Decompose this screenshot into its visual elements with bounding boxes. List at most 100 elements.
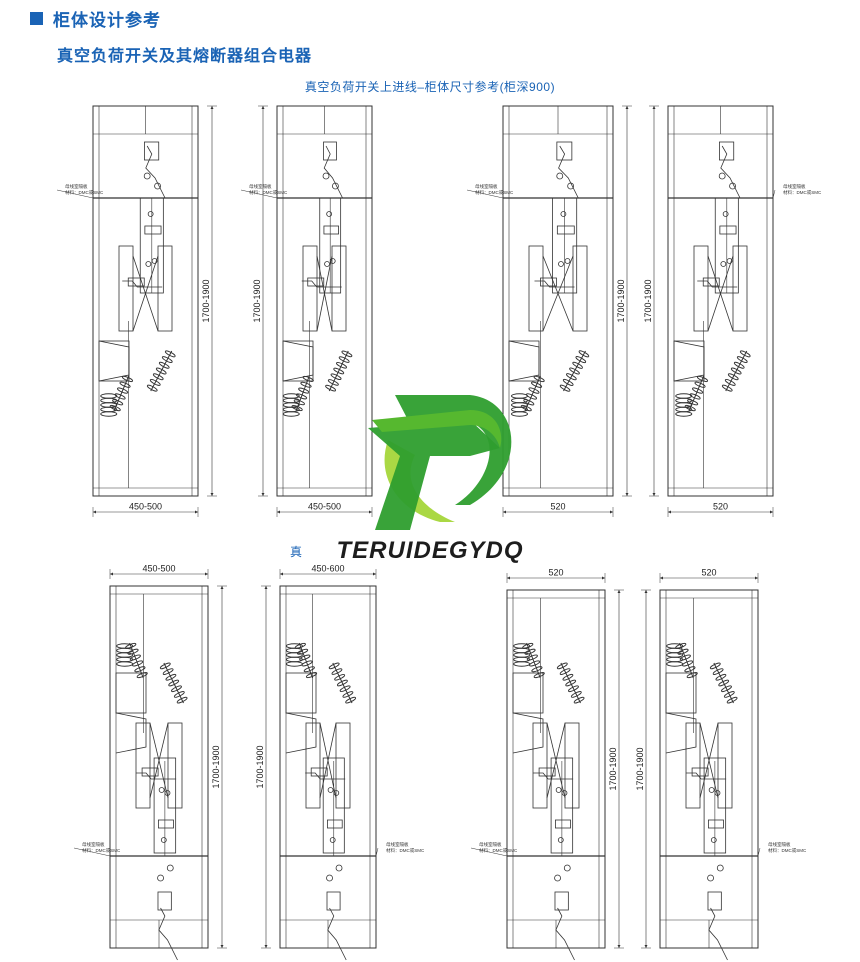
partition-material-note: 材料：DMC或SMC [386,847,425,854]
width-dimension-label: 520 [548,568,563,578]
dimension-arrow [280,572,283,576]
insulator-shed [733,361,745,369]
diagonal-brace [542,255,574,332]
product-subtitle: 真空负荷开关及其熔断器组合电器 [57,48,313,65]
insulator-shed [573,696,585,704]
bolt-circle [322,172,330,180]
busbar-link [122,280,163,288]
insulator-shed [666,661,684,667]
insulator-shed [694,381,706,388]
insulator-shed [528,387,540,394]
operating-handle [144,225,162,235]
fuse-tube [693,245,709,332]
insulator-shed [302,376,314,382]
height-dimension-label: 1700-1900 [255,745,265,788]
switch-link [708,907,728,961]
width-dimension-label: 520 [701,568,716,578]
switch-link [720,145,741,199]
note-leader [470,847,508,857]
insulator-shed [299,654,311,661]
insulator-shed [300,381,312,388]
dimension-arrow [277,510,280,514]
partition-material-note: 材料：DMC或SMC [783,189,822,196]
insulator-shed [726,696,738,704]
insulator-shed [709,662,721,670]
insulator-shed [333,367,345,375]
dimension-arrow [210,493,214,496]
note-leader [56,189,94,199]
diagonal-brace [699,722,719,799]
insulator-shed [569,367,580,375]
dimension-arrow [264,586,268,589]
caption-bottom: 真 [290,545,303,559]
cable-compartment [115,672,147,714]
note-leader [375,847,379,857]
fuse-tube [135,722,151,809]
diagonal-brace [707,255,734,332]
bolt-circle [563,864,571,872]
bolt-circle [557,837,564,843]
partition-note: 母线室隔板 [386,841,409,848]
bolt-circle [708,787,715,793]
dimension-arrow [220,945,224,948]
bolt-circle [326,211,333,217]
insulator-shed [575,356,587,364]
partition-note: 母线室隔板 [249,183,272,190]
bolt-circle [726,258,733,264]
top-contact-block [554,891,569,911]
bolt-circle [324,261,330,267]
bolt-circle [729,182,736,190]
bolt-circle [560,211,567,217]
insulator-core [163,662,184,704]
insulator-shed [520,404,532,412]
insulator-shed [100,411,118,417]
cable-compartment-bevel [115,712,147,754]
insulator-shed [116,661,134,667]
watermark-text: TERUIDEGYDQ [336,537,523,564]
fuse-tube [685,722,701,809]
dimension-arrow [610,510,613,514]
fuse-tube [532,722,548,809]
dimension-arrow [770,510,773,514]
insulator-core [150,350,173,392]
insulator-shed [305,672,318,679]
top-contact-block [556,141,573,161]
partition-note: 母线室隔板 [783,183,806,190]
operating-handle [556,225,575,235]
note-leader [757,847,761,857]
fuse-base [127,277,145,287]
insulator-core [560,662,581,704]
section-header: 柜体设计参考 [30,6,161,31]
top-contact-block [719,141,735,161]
insulator-shed [511,411,528,417]
cable-compartment-bevel [282,340,314,382]
cable-compartment-bevel [665,712,697,754]
height-dimension-label: 1700-1900 [616,279,626,322]
insulator-shed [687,399,699,406]
insulator-shed [568,685,579,692]
bolt-circle [154,182,161,190]
insulator-shed [723,691,735,698]
fuse-base [540,277,557,287]
cable-compartment-bevel [508,340,540,382]
insulator-shed [161,356,173,363]
fuse-tube [572,245,588,332]
bolt-circle [327,787,334,793]
insulator-shed [155,367,167,375]
dimension-arrow [220,586,224,589]
bolt-circle [158,787,165,793]
dimension-arrow [668,510,671,514]
bolt-circle [555,787,562,793]
insulator-shed [572,361,583,369]
insulator-shed [686,672,698,679]
insulator-shed [117,387,129,394]
dimension-arrow [261,493,265,496]
partition-material-note: 材料：DMC或SMC [82,847,121,854]
operating-handle [719,225,737,235]
insulator-shed [559,668,571,675]
height-dimension-label: 1700-1900 [635,747,645,790]
